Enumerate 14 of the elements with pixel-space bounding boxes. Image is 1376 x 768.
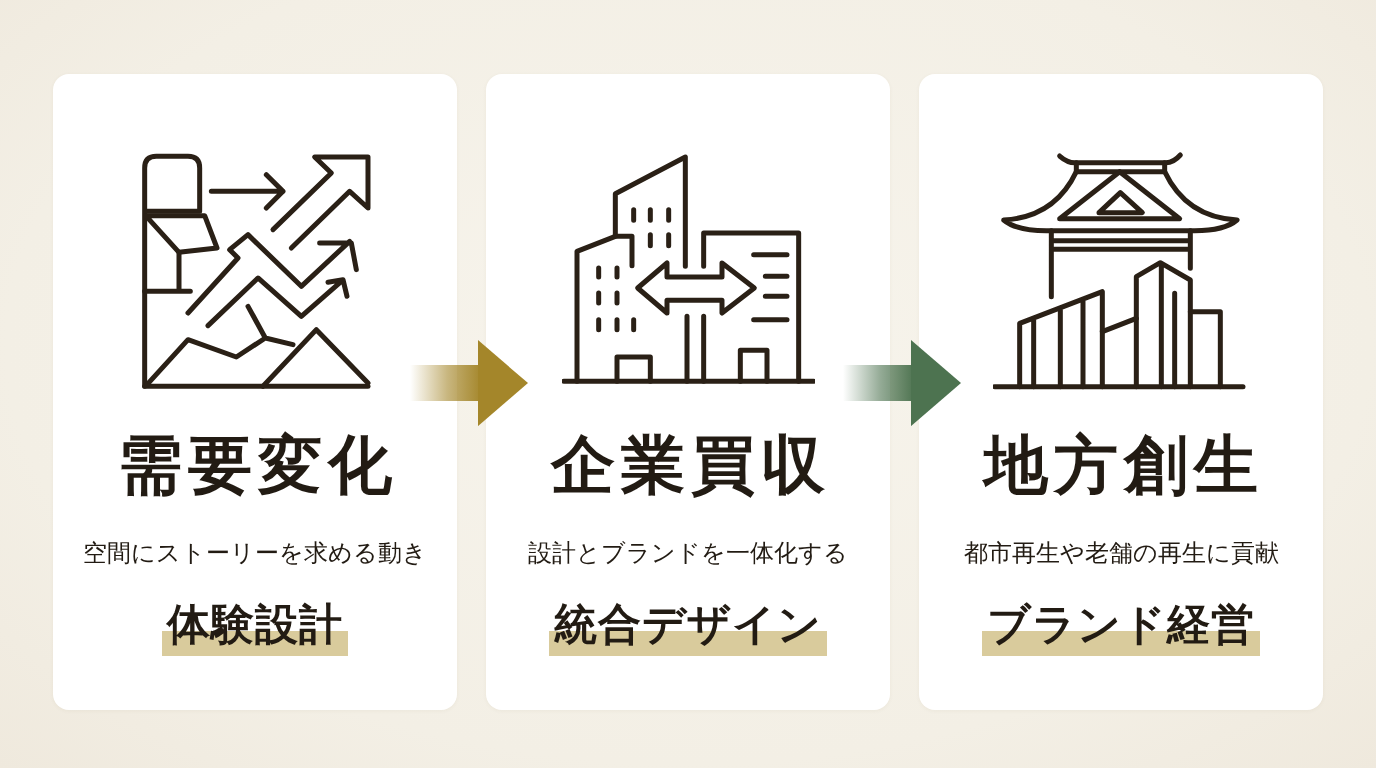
keyword-tag: 体験設計 — [162, 600, 348, 656]
card-title: 企業買収 — [549, 431, 831, 501]
card — [486, 74, 890, 710]
card-subtitle: 都市再生や老舗の再生に貢献 — [963, 538, 1279, 568]
card-title: 地方創生 — [981, 431, 1264, 501]
card-title: 需要変化 — [117, 431, 398, 501]
card-subtitle: 設計とブランドを一体化する — [528, 538, 848, 568]
keyword-tag: ブランド経営 — [982, 600, 1260, 656]
card — [53, 74, 457, 710]
card — [919, 74, 1323, 710]
card-subtitle: 空間にストーリーを求める動き — [83, 538, 427, 568]
keyword-tag: 統合デザイン — [549, 600, 827, 656]
arrow — [410, 340, 528, 427]
arrow — [843, 340, 961, 427]
